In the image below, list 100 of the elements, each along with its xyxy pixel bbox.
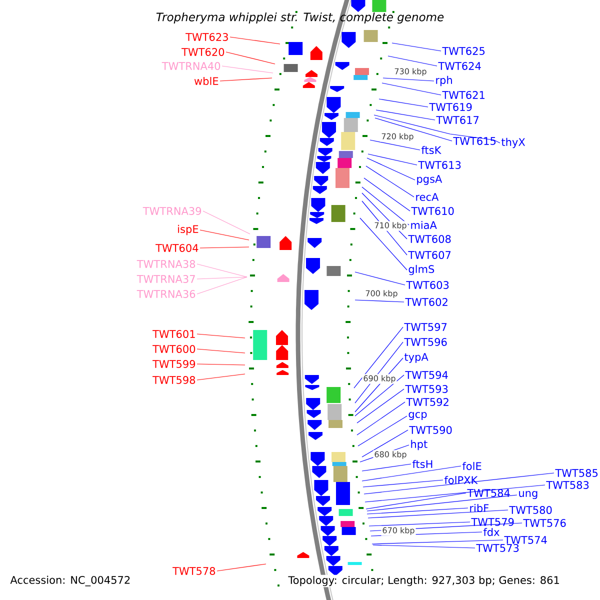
gene-label: TWT608 xyxy=(408,235,451,243)
leader-line xyxy=(372,540,504,544)
leader-line xyxy=(364,178,410,212)
gene-label: TWT603 xyxy=(406,281,449,289)
gene-label: TWT600 xyxy=(152,345,196,353)
title: Tropheryma whipplei str. Twist, complete genome xyxy=(156,12,444,24)
gene-label: TWT596 xyxy=(404,338,447,346)
leader-line xyxy=(366,492,466,510)
scale-label: 680 kbp xyxy=(373,450,408,460)
leader-line xyxy=(370,140,420,150)
scale-label: 690 kbp xyxy=(362,374,397,384)
leader-line xyxy=(196,374,246,380)
leader-line xyxy=(230,36,280,44)
leader-line xyxy=(382,82,442,96)
leader-line xyxy=(196,264,248,278)
scale-label: 710 kbp xyxy=(373,221,408,231)
gene-label: TWT580 xyxy=(509,506,552,514)
leader-line xyxy=(374,118,452,142)
gene-label: TWT583 xyxy=(546,481,589,489)
gene-label: pgsA xyxy=(417,175,442,185)
gene-label: ribF xyxy=(470,504,489,512)
leader-line xyxy=(388,56,438,66)
leader-line xyxy=(366,494,518,512)
gene-label: fdx xyxy=(483,528,500,536)
leader-line xyxy=(226,52,276,64)
leader-line xyxy=(368,522,470,526)
gene-label: TWT604 xyxy=(156,244,198,252)
gene-label: TWT602 xyxy=(405,298,448,306)
leader-line xyxy=(222,66,274,74)
leader-line xyxy=(196,276,248,280)
gene-label: TWT610 xyxy=(411,207,454,215)
gene-label: TWTRNA38 xyxy=(136,260,196,268)
leader-line xyxy=(354,326,404,388)
leader-line xyxy=(372,544,476,548)
gene-label: TWT613 xyxy=(418,161,461,169)
gene-label: TWTRNA39 xyxy=(142,207,202,215)
leader-line xyxy=(382,78,434,82)
gene-label: TWT617 xyxy=(436,116,479,124)
gene-label: TWT579 xyxy=(471,518,514,526)
gene-label: wblE xyxy=(194,76,218,86)
leader-line xyxy=(196,334,246,338)
leader-line xyxy=(196,364,246,366)
leader-line xyxy=(378,98,428,108)
leader-line xyxy=(220,78,272,82)
gene-label: TWT590 xyxy=(409,426,452,434)
gene-label: TWT621 xyxy=(442,91,484,99)
leader-line xyxy=(366,166,414,198)
gene-label: TWT598 xyxy=(152,376,196,384)
gene-label: folE xyxy=(462,462,482,470)
gene-label: TWT619 xyxy=(429,103,472,111)
gene-label: TWT597 xyxy=(404,323,447,331)
leader-line xyxy=(356,388,404,424)
gene-label: TWT573 xyxy=(476,544,519,552)
leader-line xyxy=(200,246,250,248)
leader-line xyxy=(362,464,412,472)
leader-line xyxy=(356,402,406,436)
leader-line xyxy=(364,484,546,502)
leader-line xyxy=(200,230,250,240)
leader-line xyxy=(362,430,408,458)
leader-line xyxy=(354,300,404,302)
gene-label: TWT578 xyxy=(172,567,216,575)
gene-label: TWT624 xyxy=(438,62,481,70)
gene-label: TWT574 xyxy=(504,536,547,544)
scale-label: 720 kbp xyxy=(380,132,415,142)
gene-label: thyX xyxy=(501,138,526,148)
gene-label: TWT594 xyxy=(405,371,448,379)
gene-label: TWT623 xyxy=(186,33,228,41)
scale-label: 700 kbp xyxy=(364,289,399,299)
leader-line xyxy=(364,472,554,494)
leader-line xyxy=(366,508,468,514)
gene-label: TWT620 xyxy=(182,48,224,56)
gene-label: TWT585 xyxy=(555,469,598,477)
gene-label: TWT599 xyxy=(152,360,196,368)
gene-label: TWTRNA37 xyxy=(136,275,195,283)
leader-line xyxy=(362,480,444,488)
gene-label: TWT584 xyxy=(467,489,510,497)
gene-label: TWT615 xyxy=(453,137,496,145)
leader-line xyxy=(196,348,246,354)
gene-label: TWT601 xyxy=(152,330,195,338)
leader-line xyxy=(216,564,266,572)
scale-label: 670 kbp xyxy=(381,526,416,536)
leader-line xyxy=(354,272,406,286)
leader-line xyxy=(368,510,508,518)
gene-label: typA xyxy=(404,353,428,363)
leader-line xyxy=(196,276,248,294)
gene-label: TWTRNA40 xyxy=(162,62,220,70)
leader-line xyxy=(354,374,404,416)
gene-label: glmS xyxy=(408,264,434,276)
gene-label: recA xyxy=(416,193,439,201)
gene-label: TWTRNA36 xyxy=(136,290,196,298)
gene-label: rph xyxy=(436,76,452,86)
leader-line xyxy=(374,114,500,144)
leader-line xyxy=(360,218,408,270)
gene-label: miaA xyxy=(411,220,437,230)
gene-label: TWT625 xyxy=(442,47,485,55)
gene-label: ispE xyxy=(178,224,198,236)
gene-label: ftsH xyxy=(412,460,432,468)
leader-line xyxy=(362,186,410,226)
leader-line xyxy=(362,466,462,482)
gene-label: TWT592 xyxy=(406,398,448,406)
